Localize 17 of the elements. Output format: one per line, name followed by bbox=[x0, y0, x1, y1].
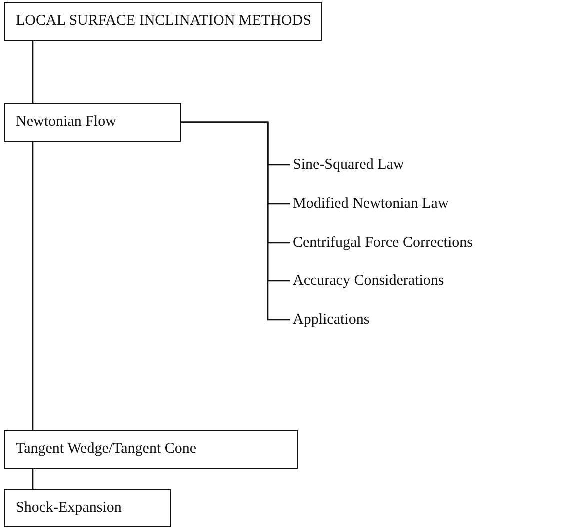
subtopic-label: Accuracy Considerations bbox=[293, 272, 444, 290]
subtopic-label: Centrifugal Force Corrections bbox=[293, 234, 473, 252]
subtopic-label: Sine-Squared Law bbox=[293, 156, 404, 174]
connector-line bbox=[32, 469, 34, 489]
topic-box bbox=[4, 103, 181, 142]
topic-box bbox=[4, 489, 171, 527]
subtopic-label: Applications bbox=[293, 312, 370, 328]
topic-label: Newtonian Flow bbox=[16, 114, 116, 131]
topic-box bbox=[4, 430, 298, 469]
topic-label: Tangent Wedge/Tangent Cone bbox=[16, 441, 197, 458]
topic-label: Shock-Expansion bbox=[16, 500, 122, 516]
topic-label: LOCAL SURFACE INCLINATION METHODS bbox=[16, 13, 312, 30]
topic-box bbox=[4, 2, 322, 41]
connector-line bbox=[32, 41, 34, 103]
subtopic-label: Modified Newtonian Law bbox=[293, 196, 449, 212]
connector-line bbox=[32, 142, 34, 430]
connector-line bbox=[181, 122, 290, 321]
